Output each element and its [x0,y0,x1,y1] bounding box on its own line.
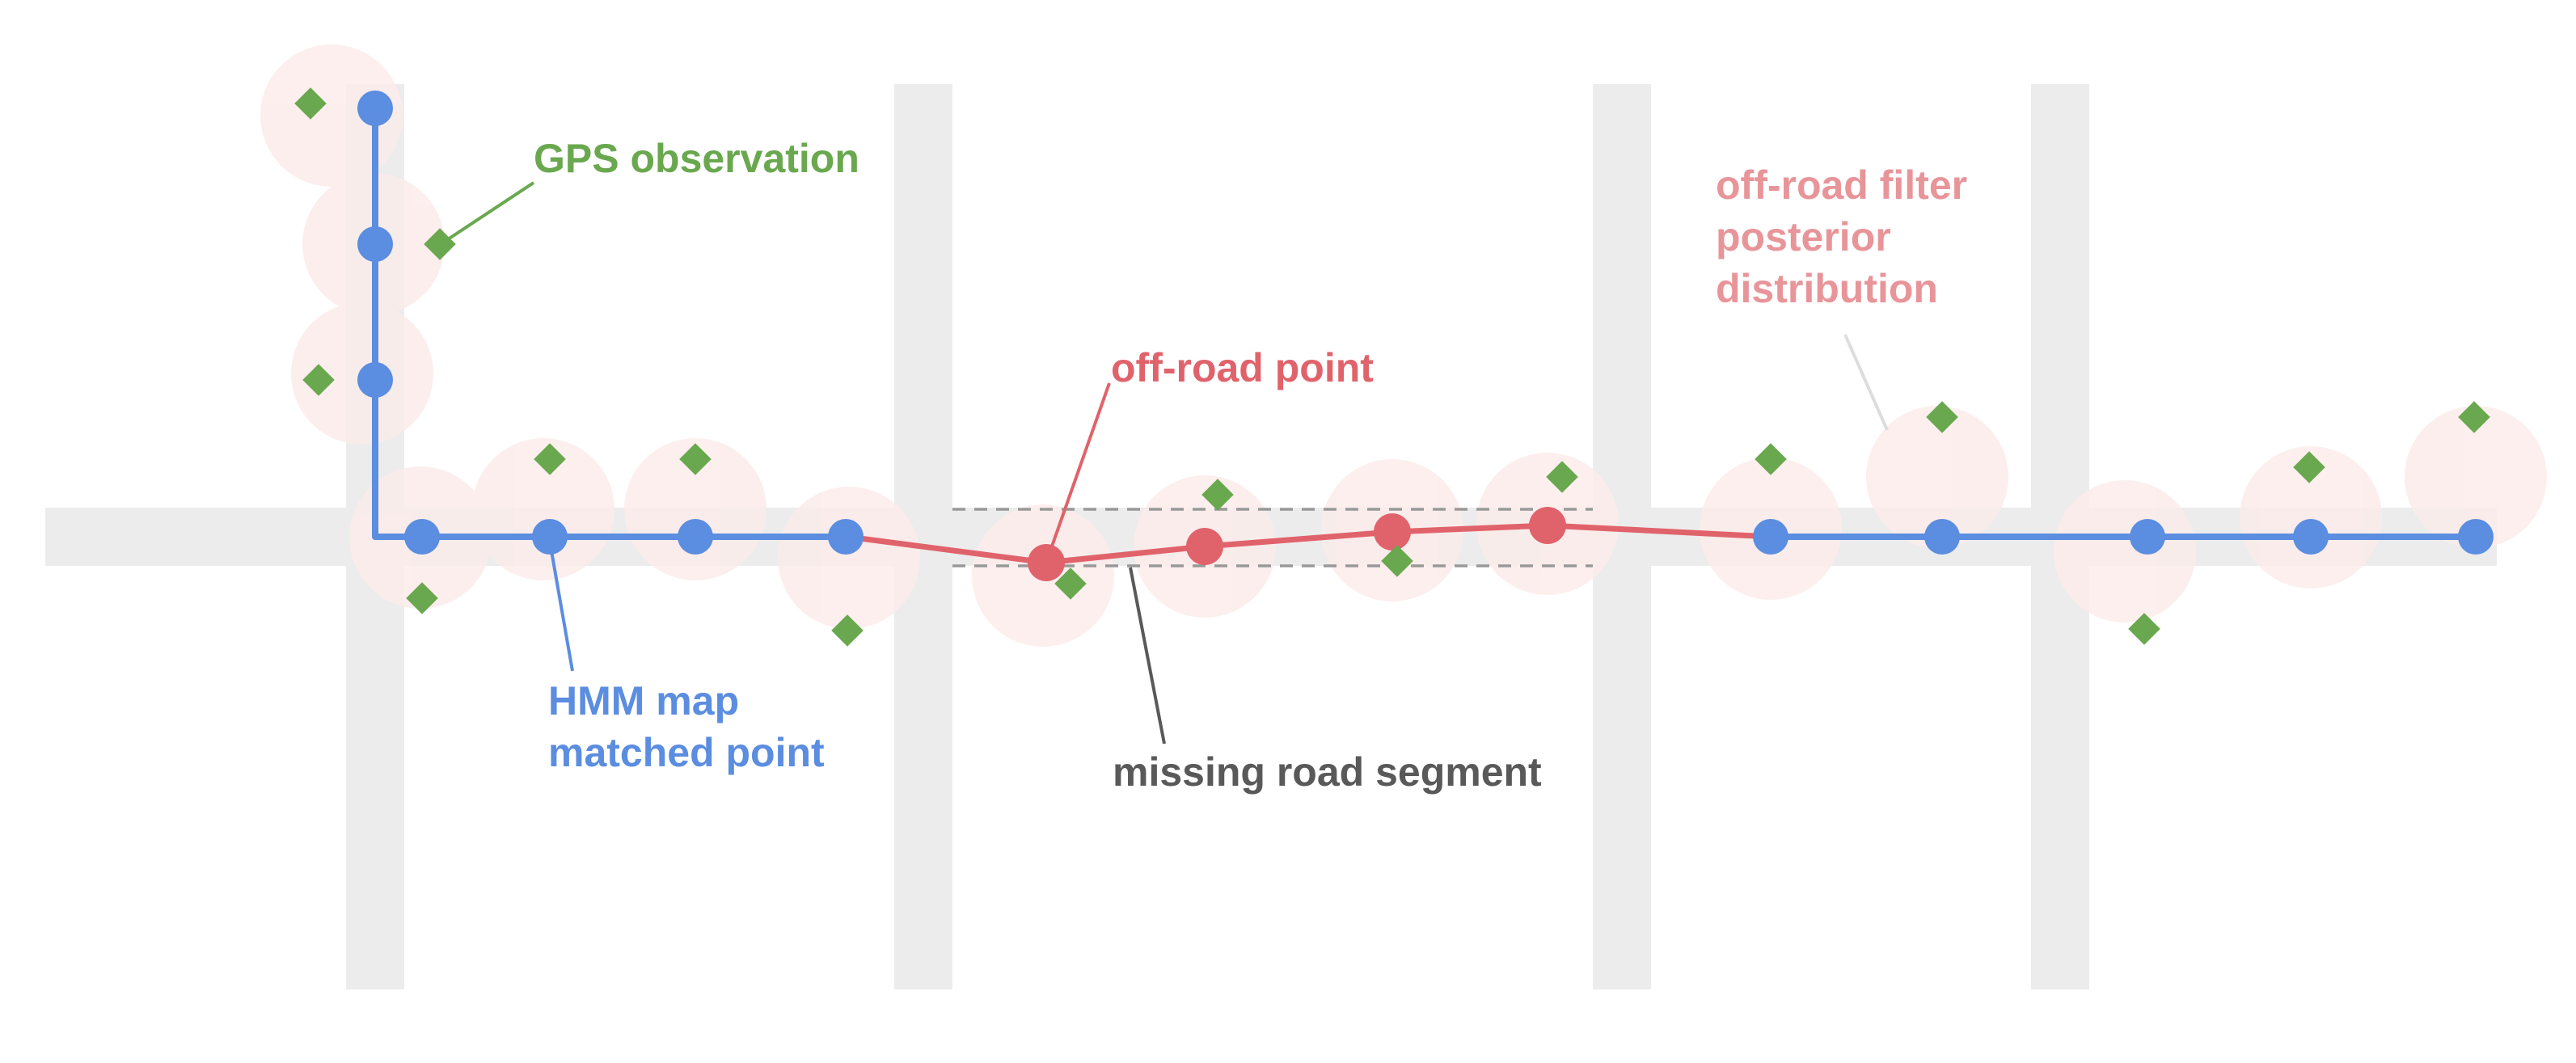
gps-observation-marker [1926,401,1958,433]
posterior-circle [472,438,614,580]
matched-point [404,519,440,555]
gps-leader-line [441,181,535,244]
posterior-circle [1866,406,2008,548]
matched-point [828,519,864,555]
offroad-leader-line [1046,382,1111,559]
matched-point [357,91,393,126]
posterior-label-line1: off-road filter [1716,162,1967,208]
gps-observation-marker [679,443,712,475]
posterior-circle [2405,406,2547,548]
offroad-point [1186,528,1223,565]
hmm-label-line1: HMM map [548,678,739,723]
matched-point [678,519,713,555]
offroad-point-label: off-road point [1111,345,1374,390]
gps-observation-marker [424,228,456,260]
offroad-point [1374,513,1411,550]
posterior-distributions [260,44,2547,647]
posterior-label-line3: distribution [1716,266,1938,311]
posterior-circle [2054,480,2196,622]
hmm-leader-line [548,541,574,672]
annotation-labels: GPS observation HMM map matched point of… [534,136,1967,795]
offroad-points [1028,507,1566,581]
matched-point [1924,519,1960,555]
gps-observation-label: GPS observation [534,136,859,181]
gps-observation-marker [2293,451,2325,483]
offroad-point [1028,544,1065,581]
gps-observation-marker [534,443,566,475]
missing-segment-leader-line [1129,567,1166,745]
leader-lines [441,181,1889,745]
offroad-point [1529,507,1566,544]
matched-point [532,519,568,555]
hmm-label-line2: matched point [548,730,825,775]
posterior-circle [260,44,403,187]
posterior-leader-line [1843,334,1889,431]
matched-point [2130,519,2165,555]
matched-point [2458,519,2494,555]
matched-point [2293,519,2329,555]
missing-road-segment [952,508,1593,567]
hmm-matched-points [357,91,2494,555]
gps-observation-marker [2458,401,2490,433]
posterior-circle [2240,446,2382,588]
offroad-path-line [847,522,1772,566]
gps-observation-marker [2128,613,2160,645]
matched-point [357,226,393,262]
missing-road-segment-label: missing road segment [1113,749,1542,795]
gps-observation-marker [1755,443,1787,475]
gps-observation-marker [406,582,438,614]
matched-point [1753,519,1788,555]
posterior-label-line2: posterior [1716,214,1891,259]
posterior-circle [778,487,920,629]
matched-point [357,362,393,398]
posterior-circle [624,438,766,580]
